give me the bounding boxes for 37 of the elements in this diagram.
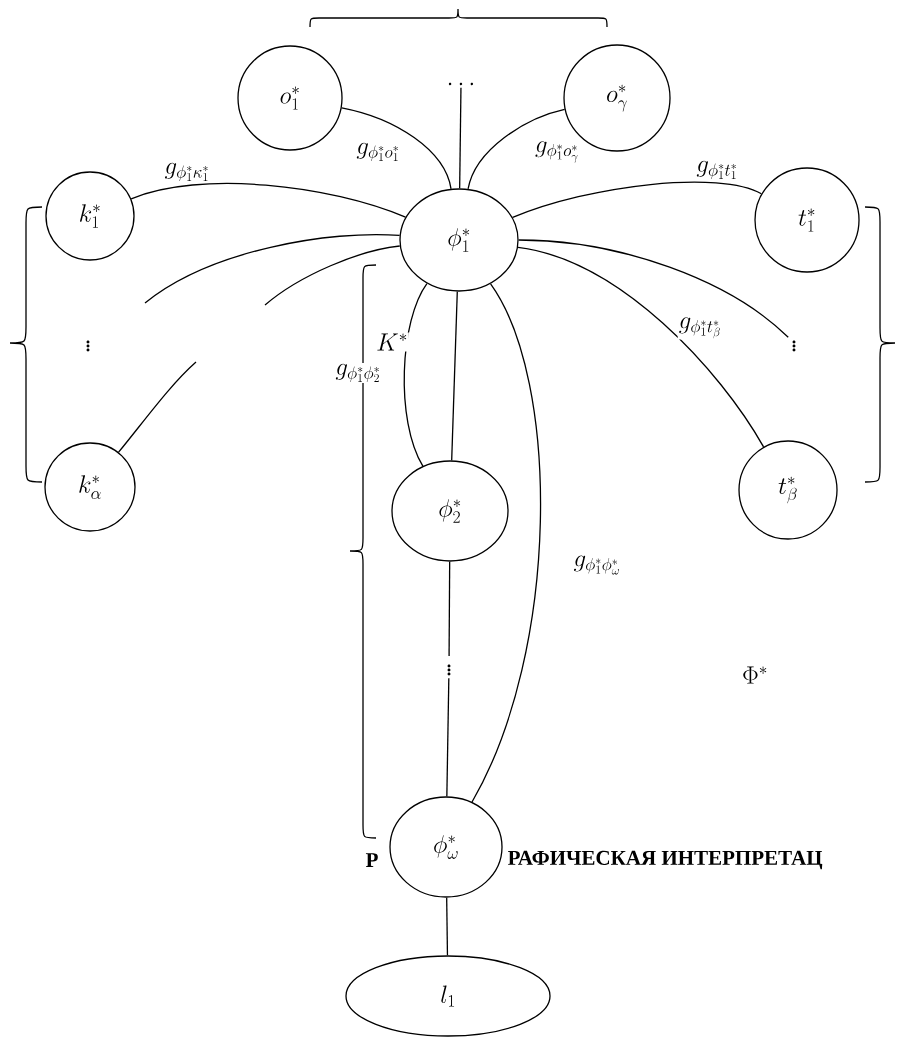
connector-line [130,182,407,218]
edge-label: $g_{\phi_1^* t_1^*}$ [695,160,739,180]
connector-line [467,108,566,190]
connector-line [471,283,541,803]
vertical-dots: $\vdots$ [792,340,796,352]
connector-line [518,239,789,338]
connector-line [517,246,765,448]
connector-line [264,245,401,306]
edge-label: $g_{\phi_1^* o_1^*}$ [355,142,401,162]
vertical-dots: $\vdots$ [447,664,451,676]
connector-line [446,677,450,797]
connector-line [144,233,401,304]
edge-label: $g_{\phi_1^* \phi_2^*}$ [334,363,382,383]
circle-node: $k_\alpha^*$ [44,442,136,532]
math-label: $K^*$ [375,332,409,352]
ellipse-node: $\phi_\omega^*$ [389,796,503,898]
math-label: $\Phi^*$ [741,665,769,685]
edge-label: $g_{\phi_1^* \phi_\omega^*}$ [572,554,622,576]
connector-line [512,181,762,219]
connector-line [403,282,428,467]
connector-line [448,561,451,657]
connector-line [446,897,449,956]
circle-node: $k_1^*$ [45,171,135,261]
circle-node: $o_1^*$ [237,45,343,151]
ellipsis-text: $\ldots$ [448,82,474,86]
circle-node: $t_\beta^*$ [738,440,838,540]
ellipse-node: $\phi_2^*$ [391,460,509,562]
vertical-dots: $\vdots$ [83,333,93,353]
edge-label: $g_{\phi_1^* t_\beta^*}$ [677,316,723,340]
edge-label: $g_{\phi_1^* \kappa_1^*}$ [163,162,211,182]
circle-node: $t_1^*$ [754,167,860,273]
connector-line [451,291,458,462]
connector-line [117,361,197,453]
ellipse-node: $\phi_1^*$ [399,188,519,292]
connector-line [459,87,462,189]
connector-line [341,107,452,190]
ellipse-node: $l_1$ [345,955,551,1037]
